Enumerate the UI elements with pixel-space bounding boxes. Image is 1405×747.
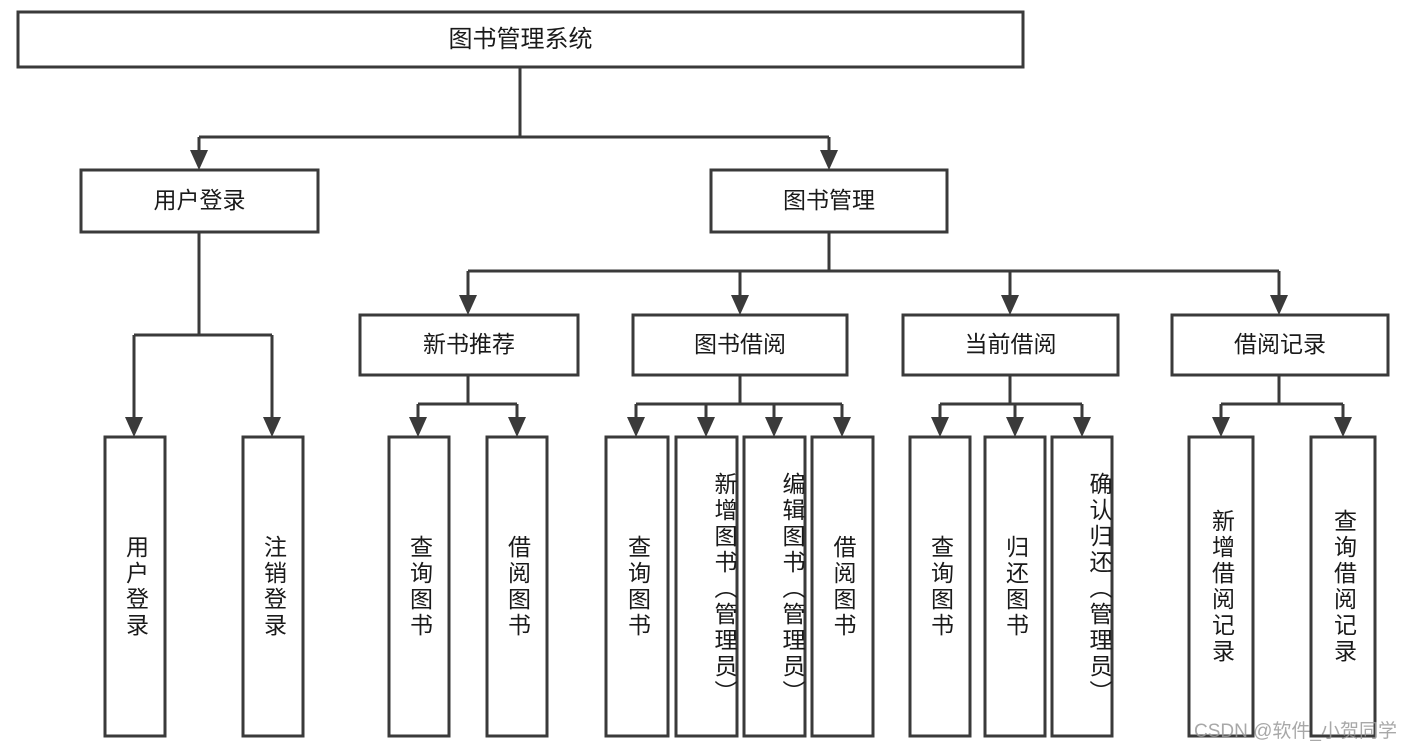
arrow-to-user-login-icon bbox=[190, 150, 208, 170]
leaf-node-box-7[interactable] bbox=[810, 435, 875, 738]
level2-node-label-0: 新书推荐 bbox=[423, 331, 515, 357]
arrow-to-current-icon bbox=[1001, 295, 1019, 315]
arrow-to-borrow-icon bbox=[731, 295, 749, 315]
level1-node-label-1: 图书管理 bbox=[783, 187, 875, 213]
leaf-node-box-3[interactable] bbox=[485, 435, 549, 738]
level2-node-label-2: 当前借阅 bbox=[965, 331, 1057, 357]
arrow-bw-leaf2-icon bbox=[697, 417, 715, 437]
leaf-node-box-11[interactable] bbox=[1187, 435, 1255, 738]
level2-node-label-1: 图书借阅 bbox=[694, 331, 786, 357]
level2-node-box-0[interactable] bbox=[358, 313, 580, 377]
leaf-node-box-9[interactable] bbox=[983, 435, 1047, 738]
level2-node-box-3[interactable] bbox=[1170, 313, 1390, 377]
arrow-to-new-book-icon bbox=[459, 295, 477, 315]
level2-node-box-2[interactable] bbox=[901, 313, 1120, 377]
root-node-box[interactable] bbox=[16, 10, 1025, 69]
root-node-label: 图书管理系统 bbox=[449, 26, 593, 53]
level1-node-box-1[interactable] bbox=[709, 168, 949, 234]
leaf-node-box-4[interactable] bbox=[604, 435, 670, 738]
arrow-to-book-mgmt-icon bbox=[820, 150, 838, 170]
arrow-nb-leaf1-icon bbox=[409, 417, 427, 437]
arrow-bw-leaf4-icon bbox=[833, 417, 851, 437]
leaf-node-box-2[interactable] bbox=[387, 435, 451, 738]
arrow-rc-leaf1-icon bbox=[1212, 417, 1230, 437]
arrow-to-leaf-logout-icon bbox=[263, 417, 281, 437]
arrow-cu-leaf1-icon bbox=[931, 417, 949, 437]
arrow-cu-leaf2-icon bbox=[1006, 417, 1024, 437]
arrow-bw-leaf3-icon bbox=[765, 417, 783, 437]
leaf-node-box-8[interactable] bbox=[908, 435, 972, 738]
leaf-node-box-6[interactable] bbox=[742, 435, 807, 738]
level1-node-label-0: 用户登录 bbox=[154, 187, 246, 213]
arrow-rc-leaf2-icon bbox=[1334, 417, 1352, 437]
arrow-to-leaf-user-login-icon bbox=[125, 417, 143, 437]
arrow-nb-leaf2-icon bbox=[508, 417, 526, 437]
arrow-bw-leaf1-icon bbox=[627, 417, 645, 437]
leaf-node-box-10[interactable] bbox=[1050, 435, 1114, 738]
leaf-node-box-12[interactable] bbox=[1309, 435, 1377, 738]
leaf-node-box-1[interactable] bbox=[241, 435, 305, 738]
arrow-to-record-icon bbox=[1270, 295, 1288, 315]
level1-node-box-0[interactable] bbox=[79, 168, 320, 234]
arrow-cu-leaf3-icon bbox=[1073, 417, 1091, 437]
level2-node-box-1[interactable] bbox=[631, 313, 849, 377]
leaf-node-box-5[interactable] bbox=[674, 435, 739, 738]
level2-node-label-3: 借阅记录 bbox=[1234, 331, 1326, 357]
watermark: CSDN @软件_小贺同学 bbox=[1194, 721, 1397, 742]
leaf-node-box-0[interactable] bbox=[103, 435, 167, 738]
arrowheads-layer bbox=[125, 150, 1352, 437]
